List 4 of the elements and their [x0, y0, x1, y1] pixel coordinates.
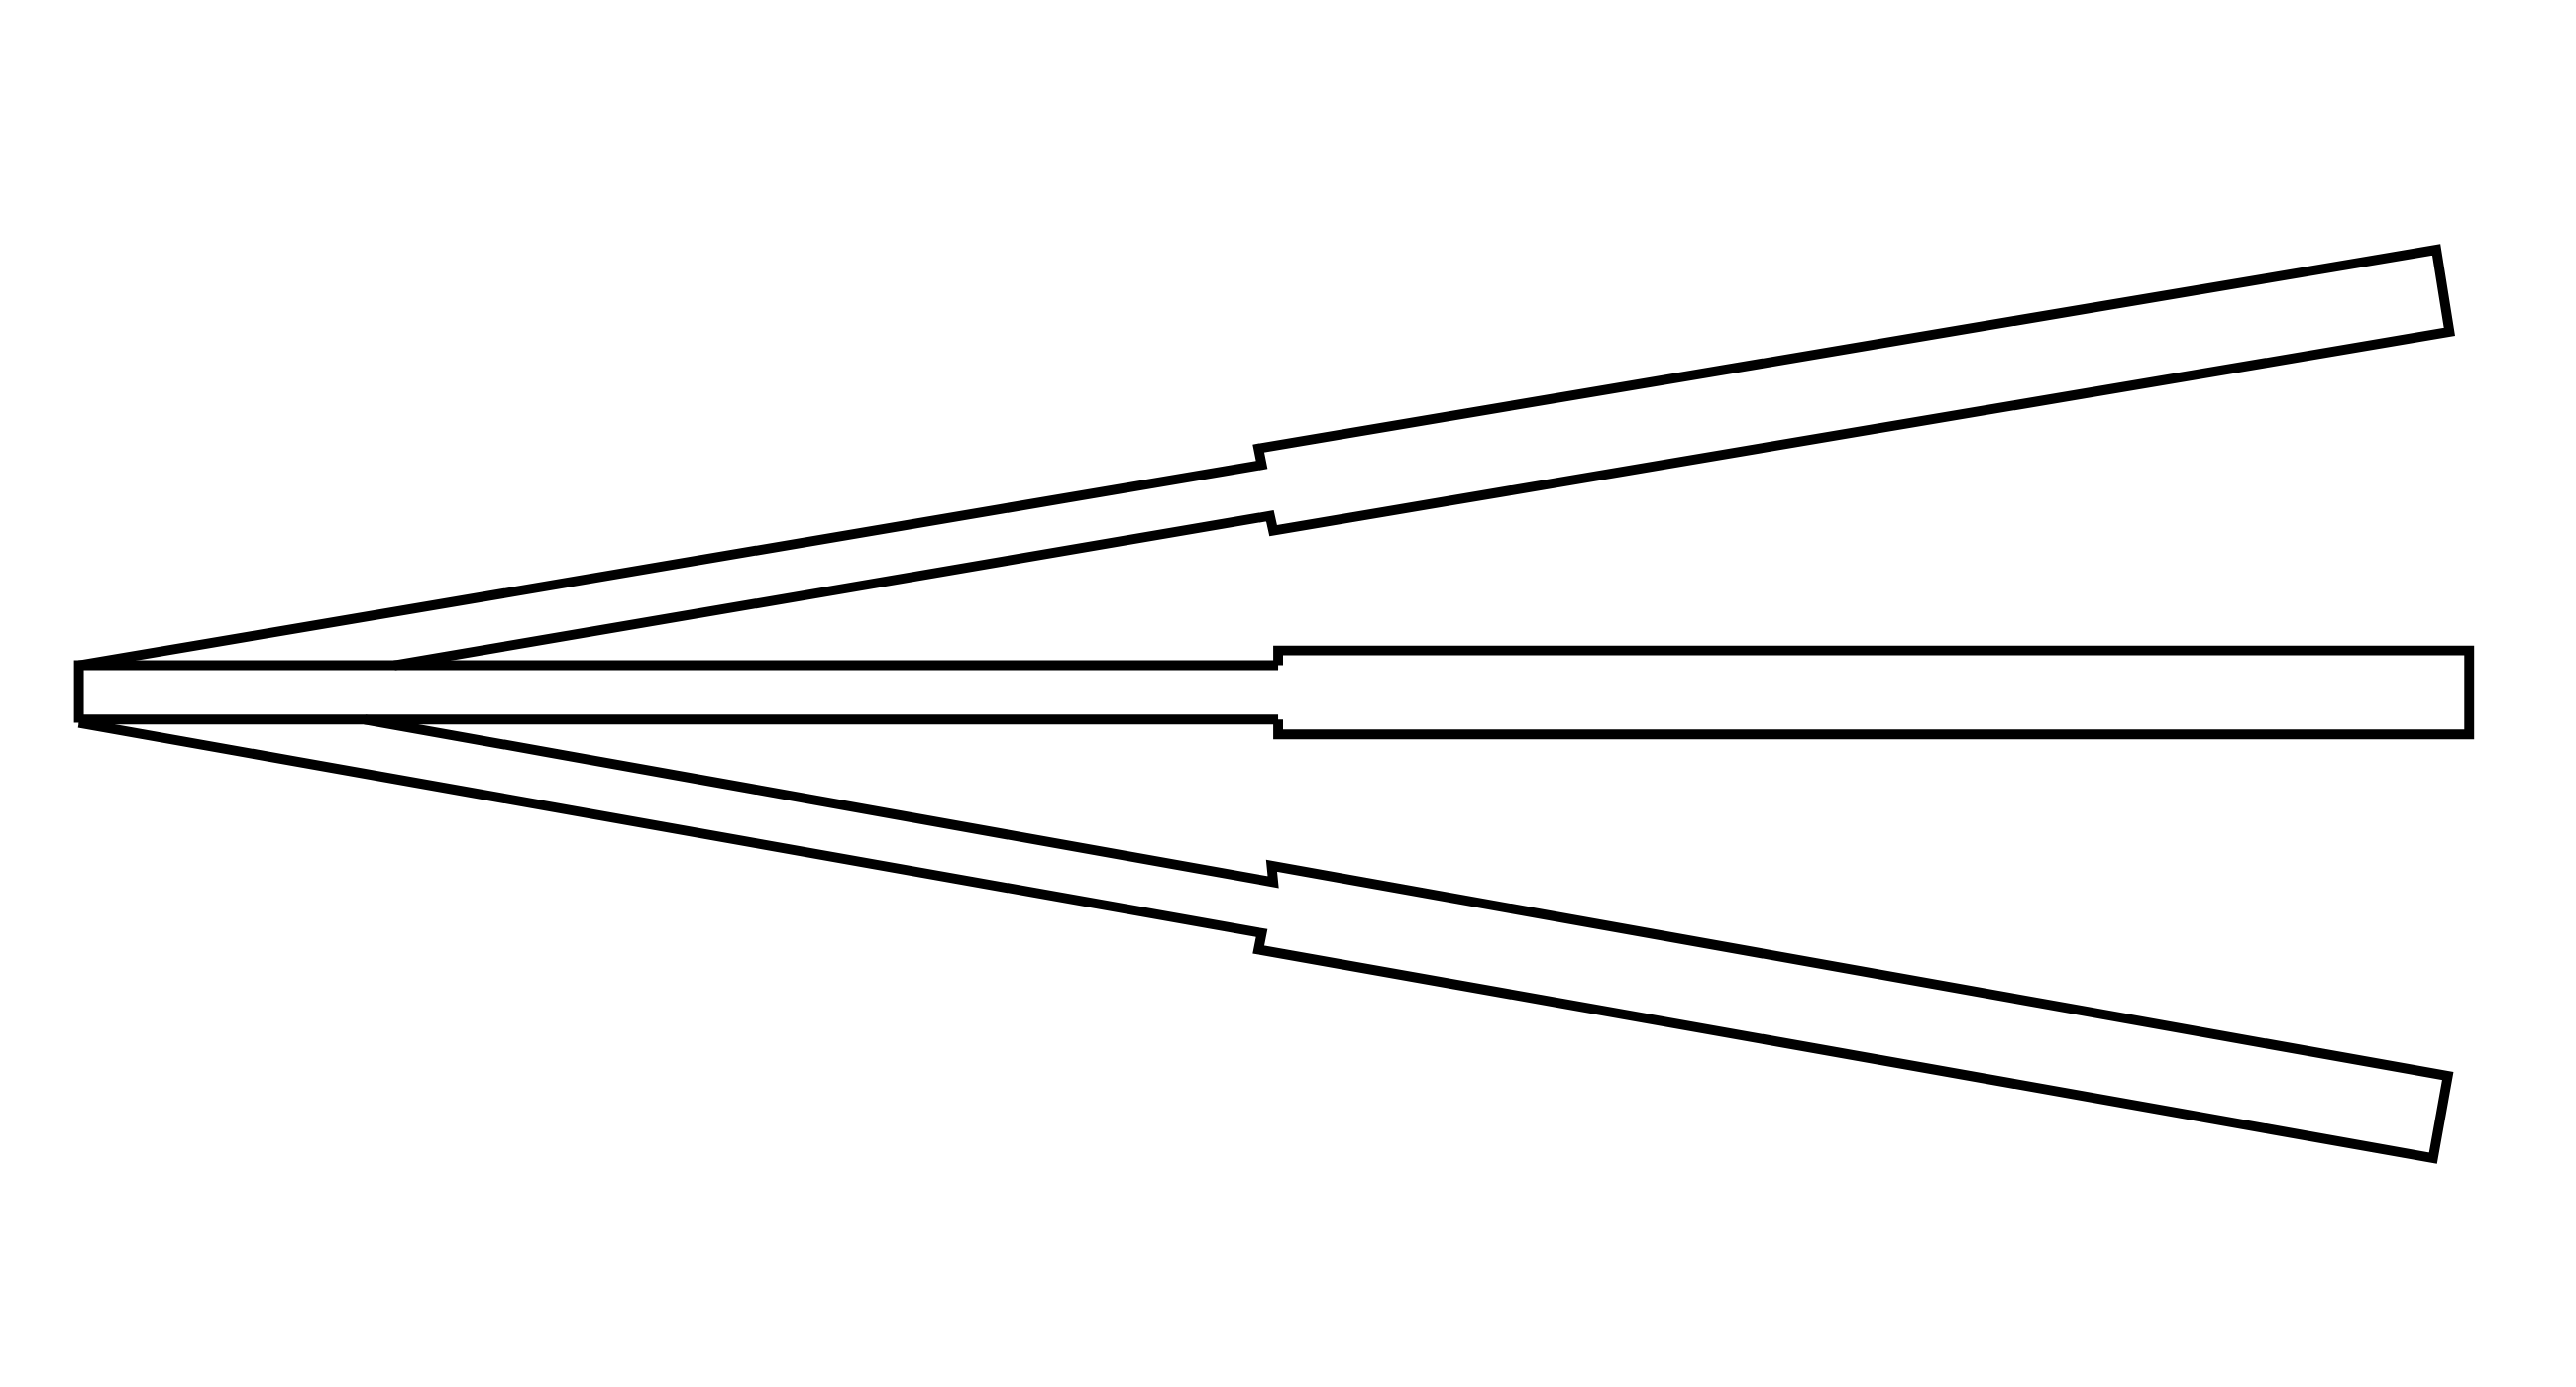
- waveguide-segment: [73, 660, 1279, 725]
- waveguide-segment: [77, 244, 2455, 671]
- waveguide-segment: [77, 714, 2454, 1164]
- waveguide-segment: [1273, 645, 2475, 740]
